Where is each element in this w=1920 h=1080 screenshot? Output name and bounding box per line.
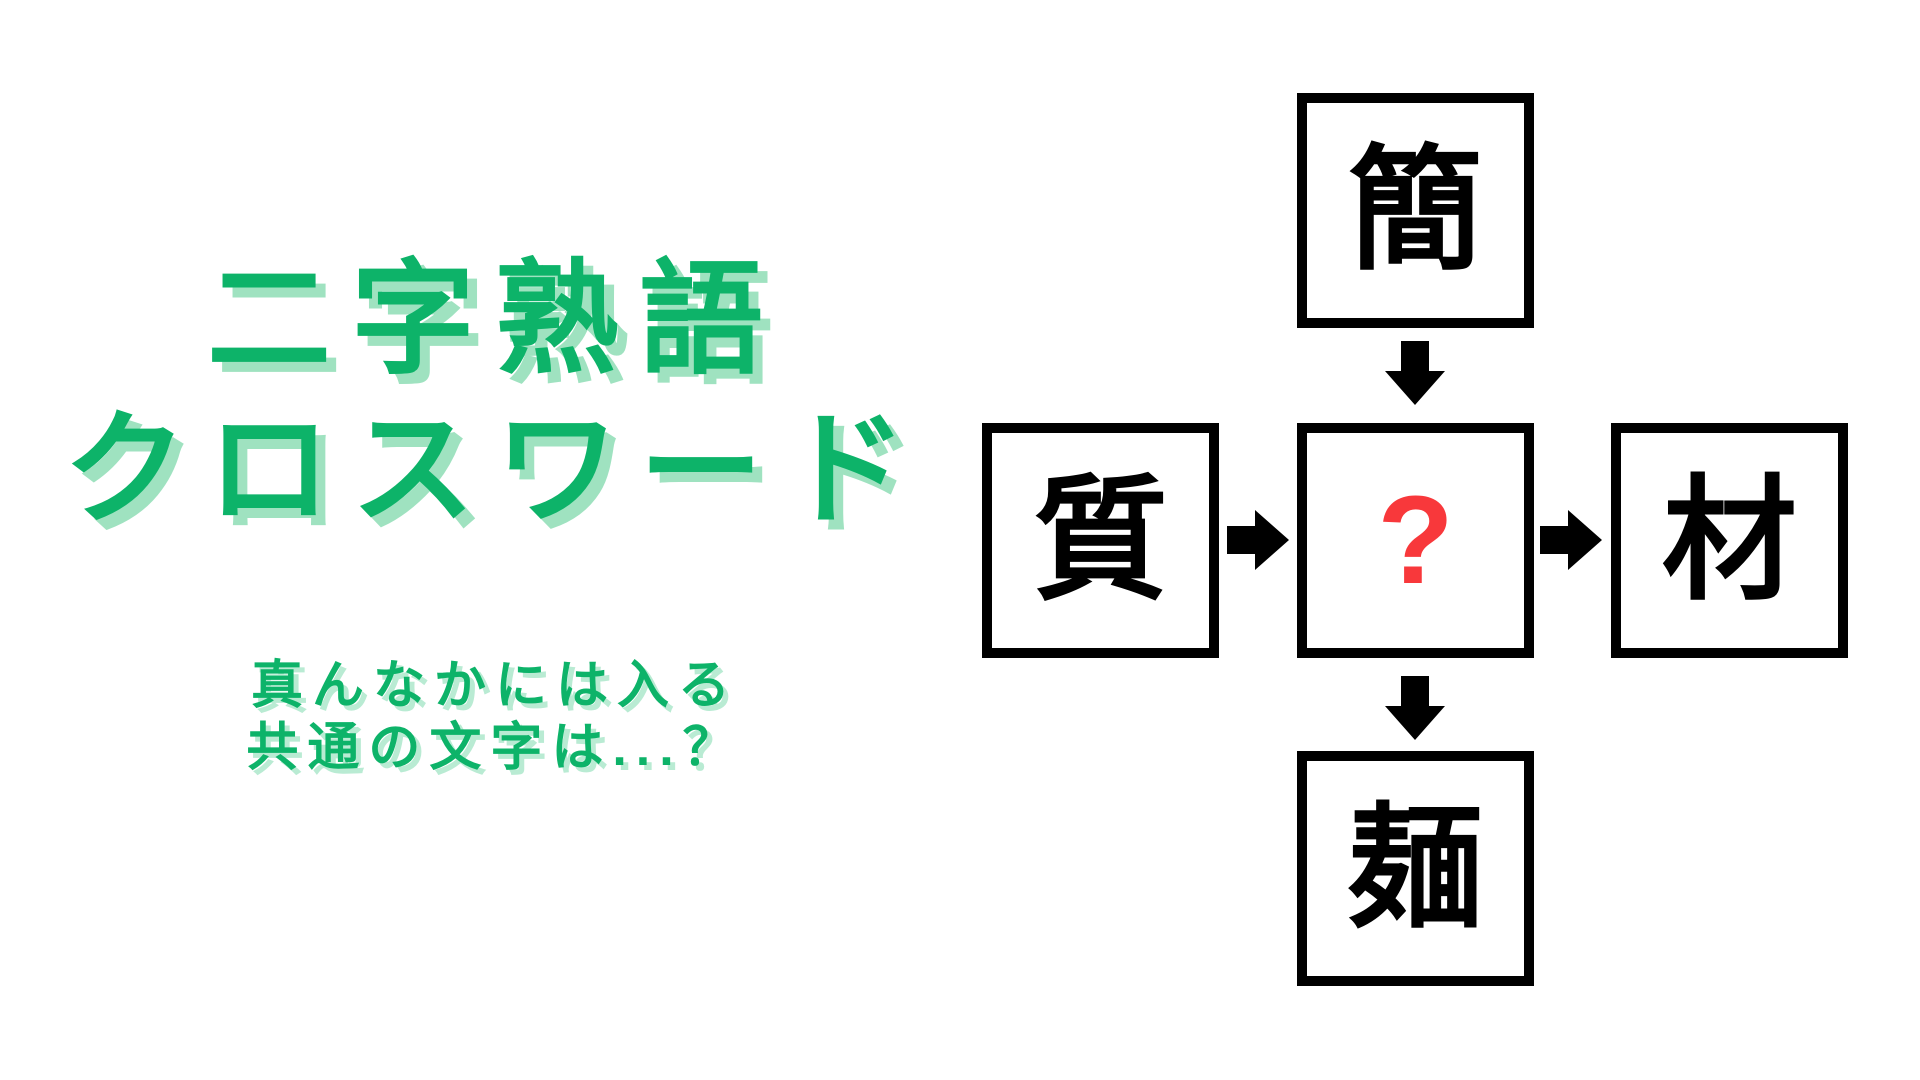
down-arrow-icon (1385, 341, 1445, 405)
subtitle-line-1: 真んなかには入る (250, 657, 739, 715)
subtitle-line-2: 共通の文字は...？ (246, 719, 744, 777)
kanji-bottom: 麺 (1348, 793, 1483, 944)
page-title: 二字熟語 クロスワード (55, 245, 935, 545)
question-mark: ? (1377, 471, 1454, 610)
title-line-1: 二字熟語 (206, 251, 783, 389)
kanji-right: 材 (1662, 465, 1797, 616)
puzzle-cell-center: ? (1297, 423, 1534, 658)
puzzle-cell-left: 質 (982, 423, 1219, 658)
right-arrow-icon (1540, 510, 1602, 570)
puzzle-cell-bottom: 麺 (1297, 751, 1534, 986)
kanji-left: 質 (1033, 465, 1168, 616)
kanji-top: 簡 (1348, 135, 1483, 286)
down-arrow-icon (1385, 676, 1445, 740)
right-arrow-icon (1227, 510, 1289, 570)
puzzle-cell-top: 簡 (1297, 93, 1534, 328)
title-line-2: クロスワード (62, 401, 927, 539)
subtitle: 真んなかには入る 共通の文字は...？ (55, 655, 935, 779)
puzzle-cell-right: 材 (1611, 423, 1848, 658)
